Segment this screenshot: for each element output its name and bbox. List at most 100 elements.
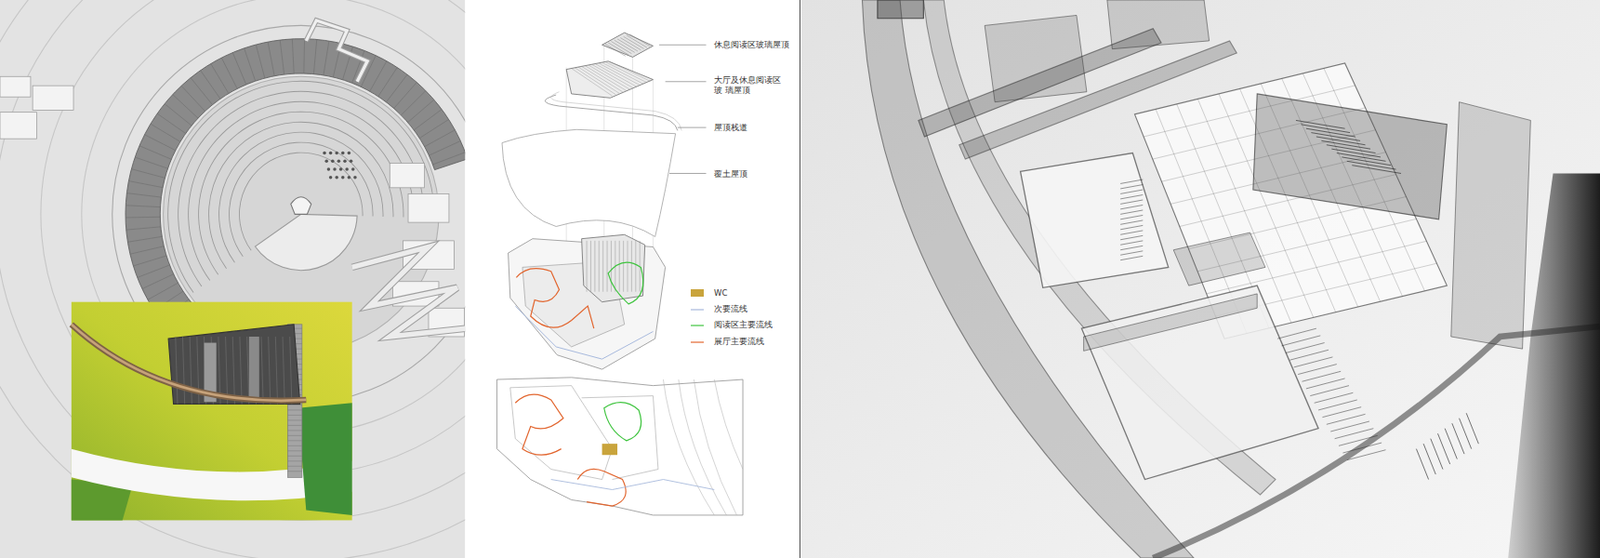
stepped-wall — [305, 20, 368, 82]
raised-block — [1253, 93, 1448, 220]
stair-tread — [1330, 421, 1370, 432]
roof-rib — [157, 113, 186, 133]
side-wall — [1451, 102, 1532, 349]
reading-flow — [604, 402, 642, 441]
site-building — [0, 76, 31, 97]
green-patch — [297, 402, 352, 516]
tower-line — [590, 240, 592, 292]
roof-rib — [128, 181, 163, 188]
stair-tread — [1120, 214, 1143, 219]
seat-dot — [329, 175, 333, 180]
part-label: 覆土屋顶 — [714, 169, 748, 180]
stair-tread — [1120, 185, 1143, 189]
stair-tread — [1423, 443, 1436, 475]
tower-line — [622, 240, 624, 292]
stair-tread — [1335, 428, 1375, 439]
stepped-wall — [305, 20, 368, 82]
stair-tread — [1285, 343, 1325, 354]
roof-hatch — [614, 39, 635, 53]
legend-text: WC — [714, 288, 728, 298]
walkway-line — [544, 94, 677, 131]
roof-hatch — [609, 61, 651, 81]
roof-rib — [125, 216, 160, 219]
seat-dot — [330, 159, 335, 164]
stair-tread — [1289, 349, 1329, 360]
roof-rib — [232, 52, 247, 85]
seat-dot — [327, 167, 331, 172]
site-ring — [0, 0, 465, 558]
part-label: 屋顶栈道 — [714, 122, 748, 133]
stair-tread — [1120, 220, 1143, 225]
stair-tread — [1120, 230, 1143, 235]
stair-tread — [1302, 370, 1342, 382]
seat-dot — [349, 159, 354, 164]
stair-tread — [288, 435, 303, 437]
tower-line — [619, 240, 621, 292]
stair-tread — [1318, 399, 1358, 410]
roof-rib — [137, 264, 171, 278]
glass-roof — [566, 61, 653, 98]
part-label: 休息阅读区玻璃屋顶 — [714, 39, 790, 51]
roof-hatch — [598, 63, 640, 85]
tower-line — [627, 240, 629, 292]
stair-tread — [1120, 179, 1143, 184]
seat-dot — [347, 151, 352, 156]
stair-tread — [288, 429, 303, 431]
plan-arc — [678, 379, 728, 516]
site-building — [408, 193, 450, 223]
glass-mullion — [189, 336, 192, 404]
tower-line — [610, 240, 612, 292]
roof-rib — [127, 236, 162, 242]
legend-line-sample — [690, 338, 704, 346]
glass-mullion — [261, 336, 264, 404]
roof-hatch — [623, 36, 645, 49]
secondary-flow — [515, 305, 653, 359]
roof-rib — [172, 94, 199, 119]
room-floor — [1081, 285, 1319, 479]
roof-rib — [145, 134, 176, 151]
stair-tread — [1351, 165, 1402, 174]
stair-tread — [1120, 235, 1143, 239]
seating-step — [167, 80, 435, 293]
panel-ground — [464, 0, 800, 558]
stage-fan — [254, 213, 358, 270]
roof-rib — [132, 255, 167, 266]
roof-rib — [424, 130, 456, 147]
roof-hatch — [606, 62, 648, 83]
room-floor — [1020, 153, 1169, 289]
roof-hatch — [620, 38, 641, 51]
site-ring — [0, 0, 465, 520]
stair-tread — [288, 470, 303, 472]
seat-dot — [343, 159, 347, 164]
stair-tread — [1306, 378, 1346, 389]
tower-line — [586, 240, 588, 292]
seat-dot — [344, 167, 349, 172]
tower-line — [602, 240, 604, 292]
tower-line — [607, 240, 609, 292]
stair-tread — [288, 409, 303, 410]
stair-tread — [1120, 189, 1143, 194]
site-building — [32, 85, 74, 110]
leader-line — [665, 80, 707, 82]
line-sample-stroke — [690, 341, 704, 343]
roof-hatch — [608, 42, 629, 55]
exploded-axon — [464, 0, 800, 558]
plan-arc — [693, 379, 737, 516]
roof-rib — [139, 145, 172, 160]
stair-tread — [1282, 335, 1322, 346]
soil-roof — [502, 129, 676, 237]
legend-line-sample — [690, 321, 704, 330]
tower-line — [634, 240, 636, 292]
roof-hatch — [602, 63, 644, 85]
stair-tread — [288, 455, 303, 457]
roof-rib — [211, 64, 229, 94]
line-sample — [690, 338, 704, 346]
seat-dot — [334, 175, 339, 180]
roof-rib — [131, 169, 165, 179]
tower-line — [598, 240, 600, 292]
glass-mullion — [239, 336, 242, 404]
model-render — [801, 0, 1600, 558]
cast-shadow — [1507, 172, 1600, 558]
legend-text: 展厅主要流线 — [714, 336, 765, 348]
